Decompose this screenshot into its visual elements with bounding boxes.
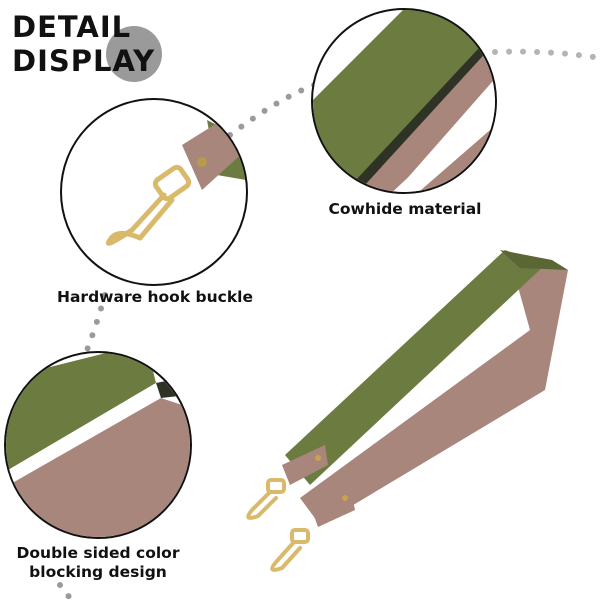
hardware-detail-image [60, 98, 248, 286]
caption-cowhide: Cowhide material [328, 200, 482, 218]
page-title: DETAIL DISPLAY [12, 10, 155, 78]
caption-hardware: Hardware hook buckle [57, 288, 253, 306]
caption-double-line-2: blocking design [29, 563, 167, 581]
caption-double-line-1: Double sided color [16, 544, 180, 562]
title-decor-circle [106, 26, 162, 82]
caption-double-sided: Double sided color blocking design [0, 544, 196, 582]
title-line-1: DETAIL [12, 10, 132, 44]
double-sided-detail-image [4, 351, 192, 539]
strap-product-image [246, 250, 568, 572]
cowhide-detail-image [311, 8, 497, 194]
title-line-2: DISPLAY [12, 44, 156, 78]
